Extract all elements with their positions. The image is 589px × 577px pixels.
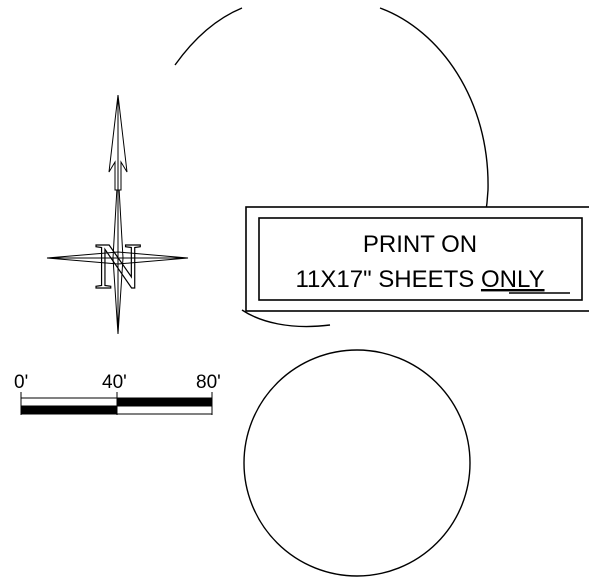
lower-circle <box>243 349 471 577</box>
scale-label-80: 80' <box>196 372 221 393</box>
scale-segment-first-bottom <box>20 405 118 415</box>
scale-segment-second-top <box>116 397 213 407</box>
print-note-line-1: PRINT ON <box>363 231 477 258</box>
print-note-line-2: 11X17" SHEETS ONLY <box>295 266 544 293</box>
scale-label-40: 40' <box>102 372 127 393</box>
upper-arc-tail <box>241 309 331 328</box>
print-note-line-2-prefix: 11X17" SHEETS <box>295 266 481 293</box>
print-note-line-2-emphasis: ONLY <box>481 266 545 293</box>
print-note-inner-border <box>258 217 583 301</box>
scale-label-0: 0' <box>14 372 28 393</box>
scale-bar-icon: 0' 40' 80' <box>14 372 221 415</box>
north-letter: N <box>94 230 142 303</box>
print-note-box: PRINT ON 11X17" SHEETS ONLY <box>245 206 589 312</box>
north-arrow-icon: N <box>46 94 189 335</box>
